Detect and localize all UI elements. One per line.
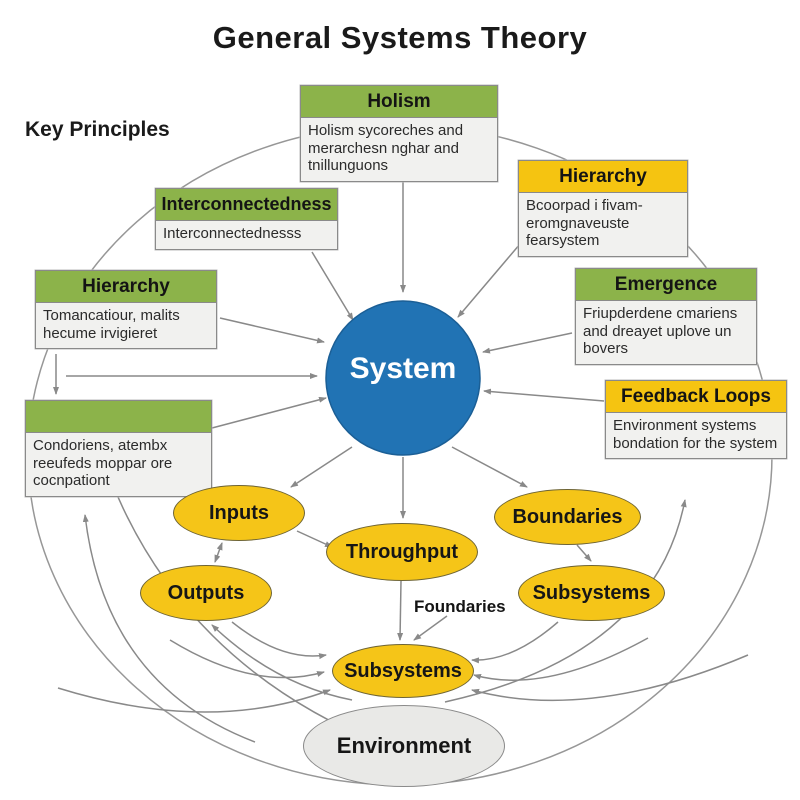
node-subsystems-bottom-label: Subsystems bbox=[344, 659, 462, 682]
node-boundaries-label: Boundaries bbox=[512, 505, 623, 528]
box-feedback-loops-body: Environment systems bondation for the sy… bbox=[613, 417, 778, 452]
box-feedback-loops: Feedback Loops Environment systems bonda… bbox=[605, 380, 787, 460]
box-emergence: Emergence Friupderdene cmariens and drea… bbox=[575, 268, 757, 366]
box-feedback-loops-title: Feedback Loops bbox=[606, 381, 786, 413]
box-interconnectedness: Interconnectedness Interconnectednesss bbox=[155, 188, 338, 250]
arrows bbox=[53, 180, 749, 749]
box-emergence-title: Emergence bbox=[576, 269, 756, 301]
node-subsystems-right: Subsystems bbox=[518, 565, 665, 621]
key-principles-label: Key Principles bbox=[25, 118, 170, 141]
box-unlabeled-title bbox=[26, 401, 211, 433]
box-unlabeled: Condoriens, atembx reeufeds moppar ore c… bbox=[25, 400, 212, 498]
node-subsystems-bottom: Subsystems bbox=[332, 644, 474, 698]
box-holism-body: Holism sycoreches and merarchesn nghar a… bbox=[308, 122, 464, 175]
node-throughput-label: Throughput bbox=[345, 540, 459, 563]
box-hierarchy-left-body: Tomancatiour, malits hecume irvigieret bbox=[43, 307, 180, 342]
box-hierarchy-right-title: Hierarchy bbox=[519, 161, 687, 193]
foundaries-label: Foundaries bbox=[414, 597, 506, 616]
node-inputs: Inputs bbox=[173, 485, 305, 541]
box-hierarchy-left-title: Hierarchy bbox=[36, 271, 216, 303]
box-unlabeled-body: Condoriens, atembx reeufeds moppar ore c… bbox=[33, 437, 173, 490]
box-emergence-body: Friupderdene cmariens and dreayet uplove… bbox=[583, 305, 738, 358]
box-interconnectedness-title: Interconnectedness bbox=[156, 189, 337, 221]
node-outputs: Outputs bbox=[140, 565, 272, 621]
box-hierarchy-right: Hierarchy Bcoorpad i fivam-eromgnaveuste… bbox=[518, 160, 688, 258]
box-hierarchy-right-body: Bcoorpad i fivam-eromgnaveuste fearsyste… bbox=[526, 197, 643, 250]
system-node bbox=[325, 300, 481, 456]
box-hierarchy-left: Hierarchy Tomancatiour, malits hecume ir… bbox=[35, 270, 217, 350]
node-inputs-label: Inputs bbox=[209, 501, 269, 524]
box-holism-title: Holism bbox=[301, 86, 497, 118]
system-node-label: System bbox=[349, 352, 457, 385]
page-title: General Systems Theory bbox=[212, 20, 588, 55]
node-environment-label: Environment bbox=[336, 733, 472, 758]
node-outputs-label: Outputs bbox=[167, 581, 245, 604]
node-subsystems-right-label: Subsystems bbox=[532, 581, 651, 604]
box-interconnectedness-body: Interconnectednesss bbox=[163, 225, 302, 242]
box-holism: Holism Holism sycoreches and merarchesn … bbox=[300, 85, 498, 183]
node-boundaries: Boundaries bbox=[494, 489, 641, 545]
node-environment: Environment bbox=[303, 705, 505, 787]
node-throughput: Throughput bbox=[326, 523, 478, 581]
